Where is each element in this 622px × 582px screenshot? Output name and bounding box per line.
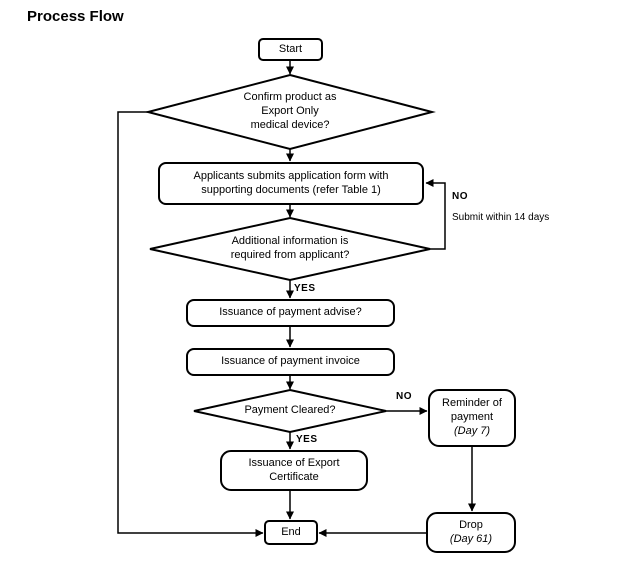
node-additional-info-label: Additional information is required from … bbox=[230, 235, 350, 261]
edge-label-payment-no: NO bbox=[396, 391, 412, 402]
edge-label-additional-yes: YES bbox=[294, 283, 316, 294]
node-reminder-label: Reminder of payment bbox=[442, 397, 502, 424]
node-payment-invoice: Issuance of payment invoice bbox=[186, 348, 395, 376]
edge-additional-no-loop bbox=[425, 179, 446, 250]
diamond-payment-cleared bbox=[193, 388, 387, 434]
edge-label-additional-no: NO bbox=[452, 191, 468, 202]
node-submit-application: Applicants submits application form with… bbox=[158, 162, 424, 205]
diamond-additional-info bbox=[149, 216, 431, 282]
page-title: Process Flow bbox=[27, 8, 124, 25]
node-payment-cleared-label: Payment Cleared? bbox=[244, 404, 336, 416]
node-reminder: Reminder of payment (Day 7) bbox=[428, 389, 516, 447]
node-payment-advise: Issuance of payment advise? bbox=[186, 299, 395, 327]
diamond-confirm-device bbox=[144, 73, 436, 151]
node-drop-note: (Day 61) bbox=[449, 532, 493, 545]
edge-label-payment-yes: YES bbox=[296, 434, 318, 445]
node-drop-label: Drop bbox=[459, 518, 483, 531]
edge-confirm-bypass-to-end bbox=[117, 111, 264, 537]
node-start: Start bbox=[258, 38, 323, 61]
node-drop: Drop (Day 61) bbox=[426, 512, 516, 553]
node-confirm-device-label: Confirm product as Export Only medical d… bbox=[243, 91, 337, 131]
node-export-certificate: Issuance of Export Certificate bbox=[220, 450, 368, 491]
node-end: End bbox=[264, 520, 318, 545]
node-reminder-note: (Day 7) bbox=[453, 424, 491, 437]
edge-label-submit-within: Submit within 14 days bbox=[452, 212, 550, 223]
